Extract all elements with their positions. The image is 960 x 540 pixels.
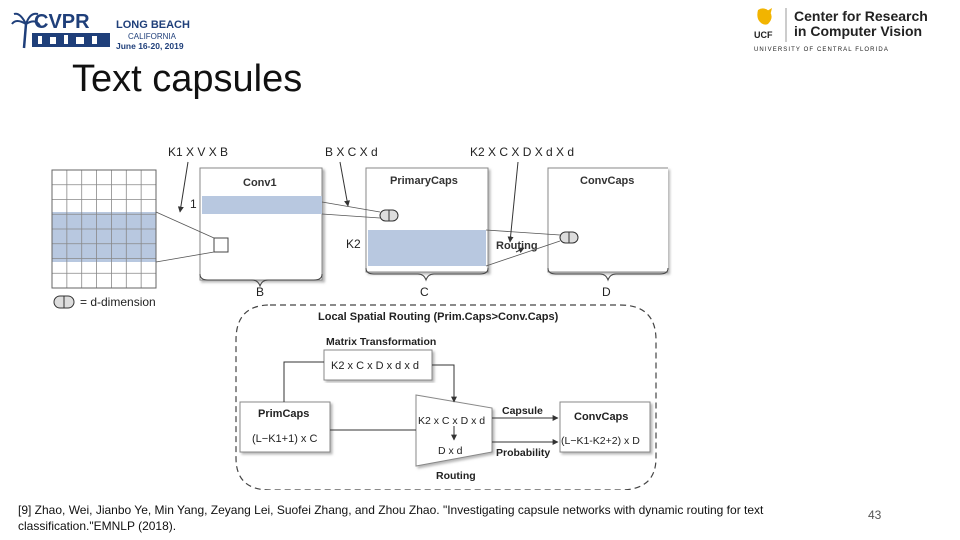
lower-arrows — [283, 361, 559, 445]
skyline-windows — [38, 35, 97, 44]
primcaps-title: PrimCaps — [258, 408, 309, 420]
convcaps-lower-formula: (L−K1-K2+2) x D — [561, 435, 640, 447]
primcaps-box — [239, 401, 331, 453]
conv1-filter-square — [213, 237, 229, 253]
ucf-university: UNIVERSITY OF CENTRAL FLORIDA — [754, 47, 889, 53]
ucf-logo: UCF Center for Research in Computer Visi… — [754, 8, 928, 53]
ucf-abbr: UCF — [754, 30, 773, 40]
matrix-box — [323, 349, 433, 381]
label-k2xcxdxdxd: K2 X C X D X d X d — [470, 145, 574, 159]
input-grid — [51, 169, 157, 289]
primary-caps-title: PrimaryCaps — [390, 175, 458, 187]
pointer-arrows — [177, 161, 525, 254]
capsule-pill-icon — [379, 209, 399, 222]
primcaps-formula: (L−K1+1) x C — [252, 433, 317, 445]
label-k1-vxb: K1 X V X B — [168, 145, 228, 159]
probability-label: Probability — [496, 447, 550, 459]
routing-panel-title: Local Spatial Routing (Prim.Caps>Conv.Ca… — [318, 311, 559, 323]
legend-label: = d-dimension — [80, 295, 156, 309]
skyline-icon — [32, 33, 110, 47]
ucf-line1: Center for Research — [794, 8, 928, 24]
primary-caps-box: PrimaryCaps K2 Routing — [346, 167, 538, 273]
routing-label: Routing — [496, 240, 538, 252]
capsule-pill-icon — [559, 231, 579, 244]
label-bxcxd: B X C X d — [325, 145, 378, 159]
capsule-pill-icon — [53, 295, 75, 309]
label-one: 1 — [190, 197, 197, 211]
conv-caps-box: ConvCaps — [547, 167, 668, 273]
cvpr-name: CVPR — [34, 11, 90, 33]
capsule-diagram: K1 X V X B B X C X d K2 X C X D X d X d … — [51, 145, 669, 490]
routing-panel: Local Spatial Routing (Prim.Caps>Conv.Ca… — [235, 304, 657, 490]
palm-tree-icon — [11, 12, 41, 49]
citation: [9] Zhao, Wei, Jianbo Ye, Min Yang, Zeya… — [18, 503, 764, 533]
lower-routing-label: Routing — [436, 470, 476, 482]
pegasus-icon — [757, 8, 772, 25]
slide-title: Text capsules — [72, 58, 303, 100]
label-k2: K2 — [346, 237, 361, 251]
conv-caps-title: ConvCaps — [580, 175, 634, 187]
ucf-line2: in Computer Vision — [794, 23, 922, 39]
connection-lines — [155, 201, 561, 267]
trap-bottom-formula: D x d — [438, 445, 463, 457]
cvpr-logo: CVPR LONG BEACH CALIFORNIA June 16-20, 2… — [11, 11, 190, 51]
capsule-label: Capsule — [502, 405, 543, 417]
page-number: 43 — [868, 508, 882, 522]
cvpr-location-line2: CALIFORNIA — [128, 32, 177, 41]
convcaps-lower-box — [559, 401, 651, 453]
matrix-formula: K2 x C x D x d x d — [331, 360, 419, 372]
label-under-c: C — [420, 285, 429, 299]
conv1-box: Conv1 1 — [190, 167, 323, 281]
convcaps-lower-title: ConvCaps — [574, 411, 628, 423]
label-under-b: B — [256, 285, 264, 299]
cvpr-location-line1: LONG BEACH — [116, 19, 190, 31]
braces — [199, 267, 669, 288]
label-under-d: D — [602, 285, 611, 299]
trap-top-formula: K2 x C x D x d — [418, 415, 485, 427]
cvpr-dates: June 16-20, 2019 — [116, 41, 184, 51]
conv1-title: Conv1 — [243, 177, 277, 189]
matrix-title: Matrix Transformation — [326, 336, 436, 348]
